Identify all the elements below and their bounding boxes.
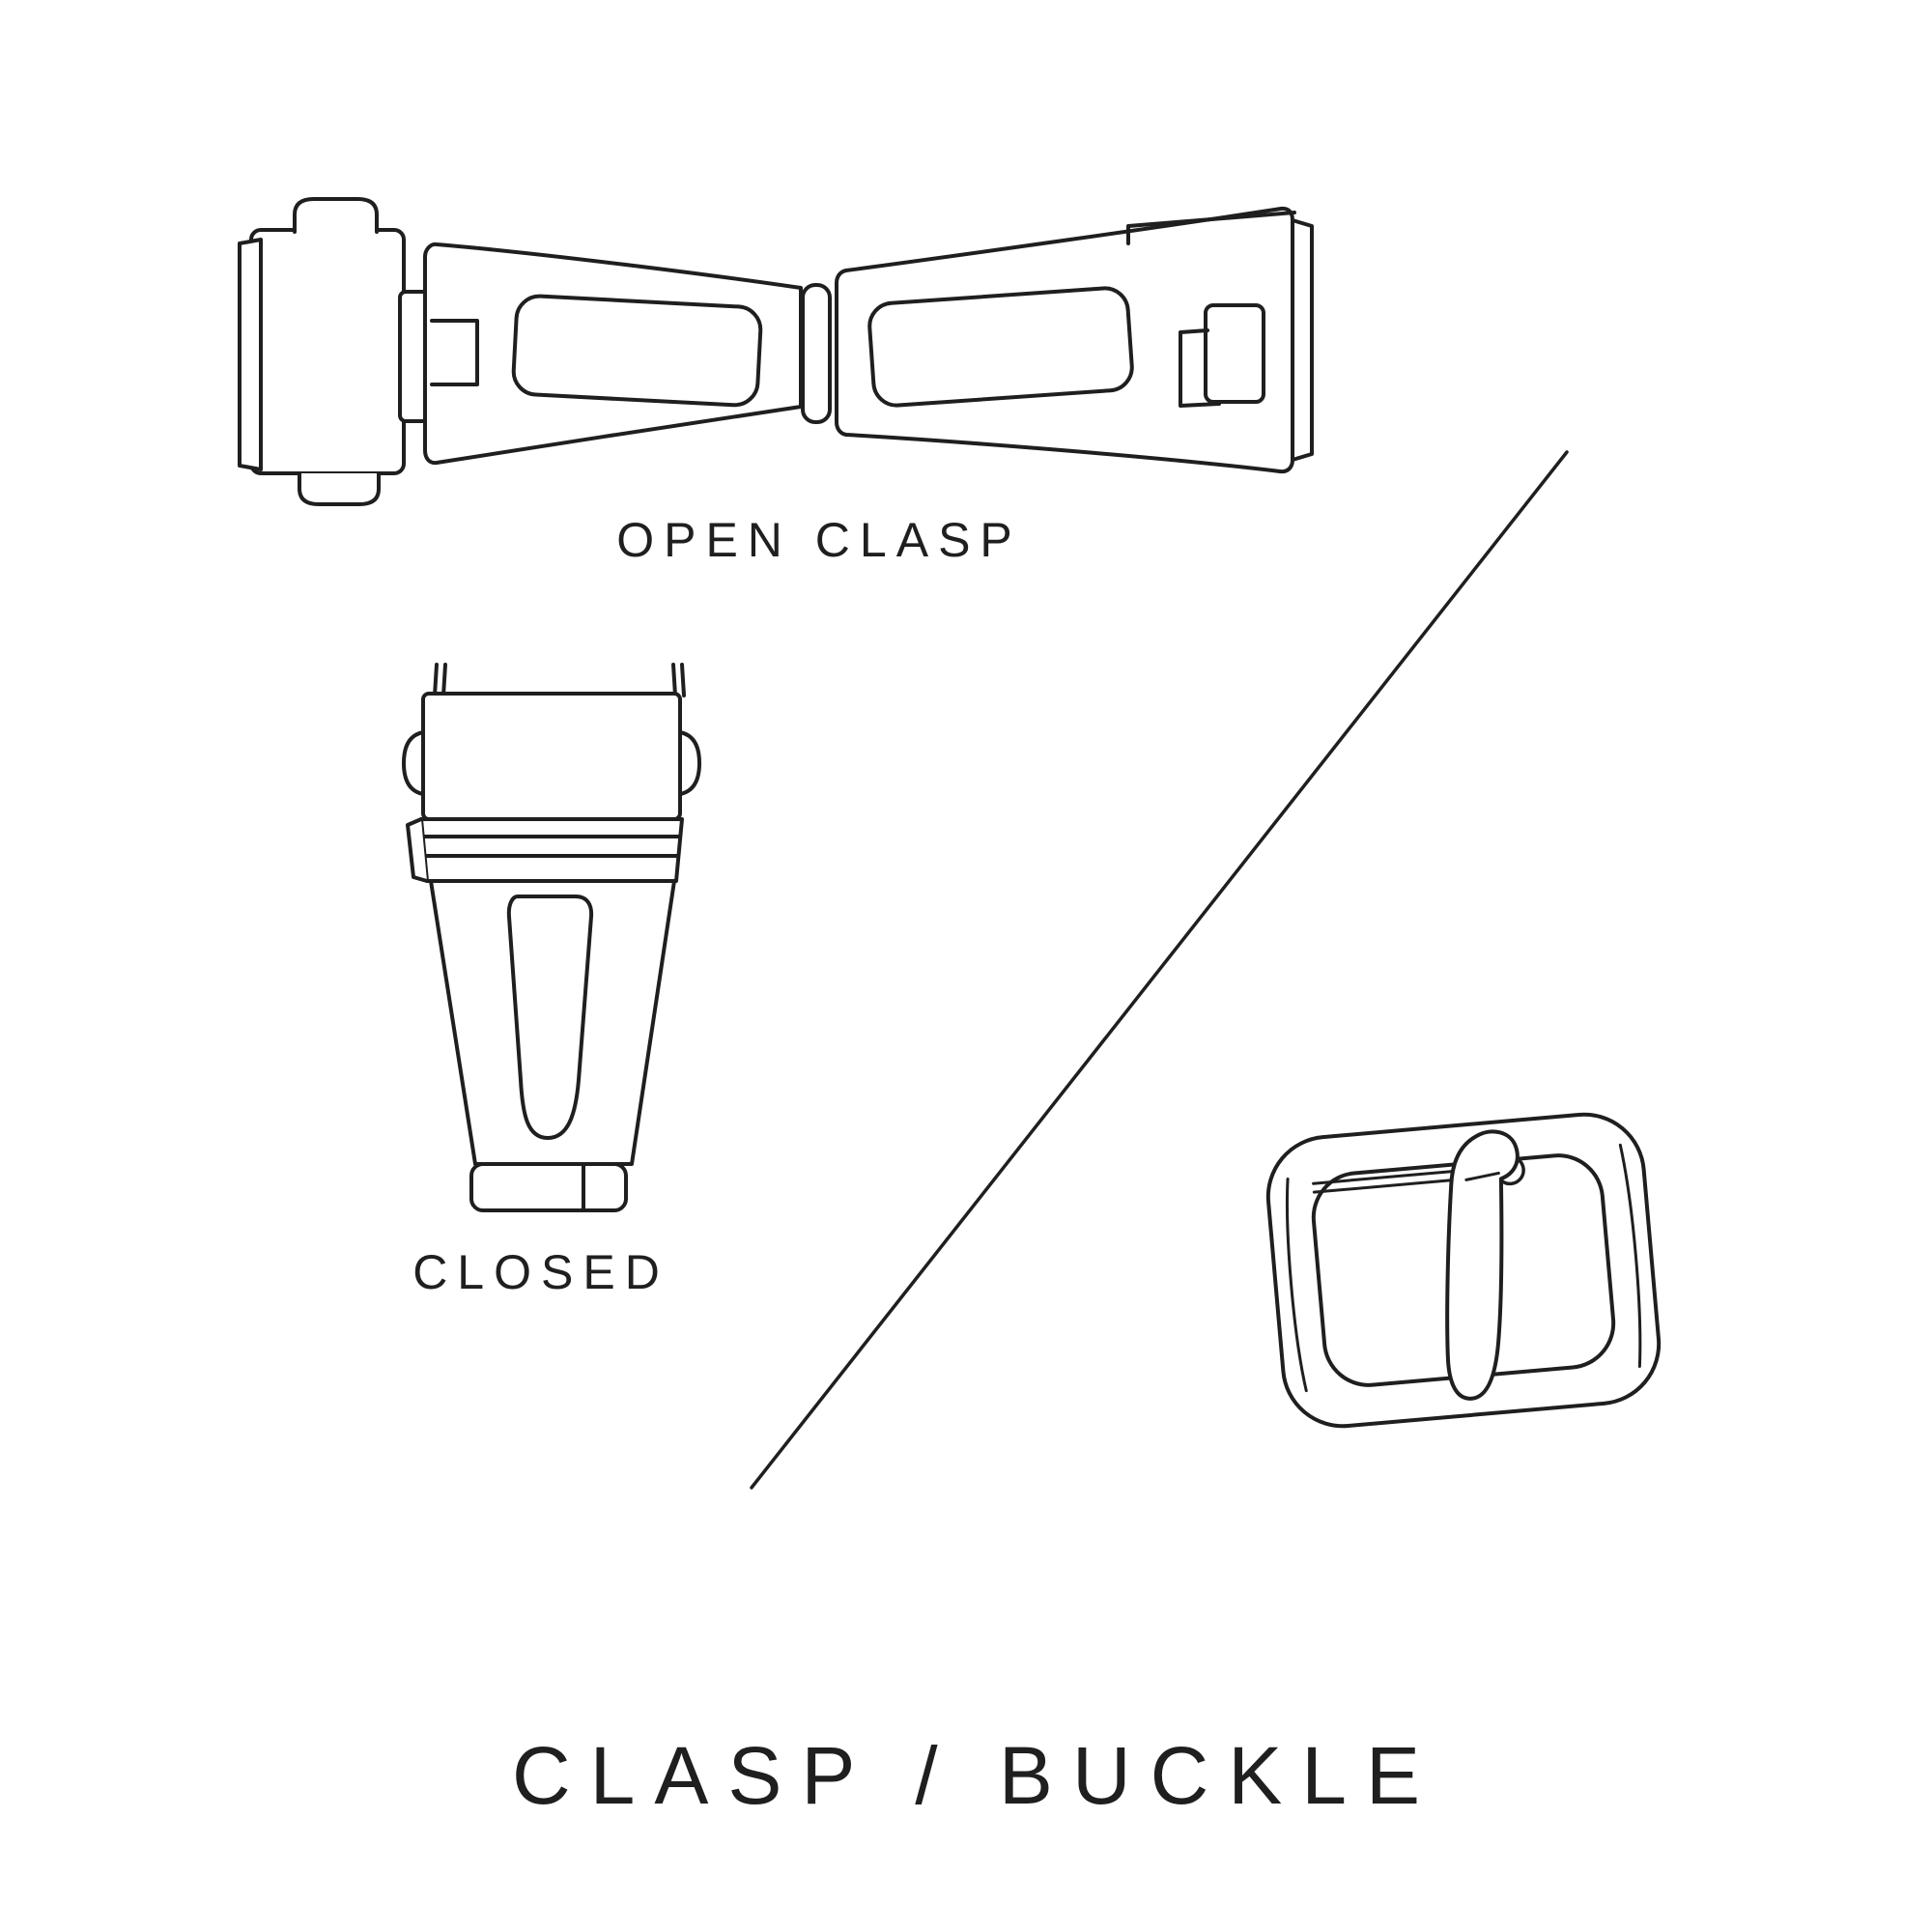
open-clasp-illustration <box>240 199 1312 504</box>
buckle-illustration <box>1264 1110 1664 1432</box>
closed-clasp-label: CLOSED <box>412 1245 669 1299</box>
diagonal-divider-line <box>752 452 1567 1488</box>
page-title: CLASP / BUCKLE <box>511 1730 1440 1821</box>
closed-clasp-illustration <box>404 665 699 1210</box>
open-clasp-label: OPEN CLASP <box>616 513 1022 567</box>
